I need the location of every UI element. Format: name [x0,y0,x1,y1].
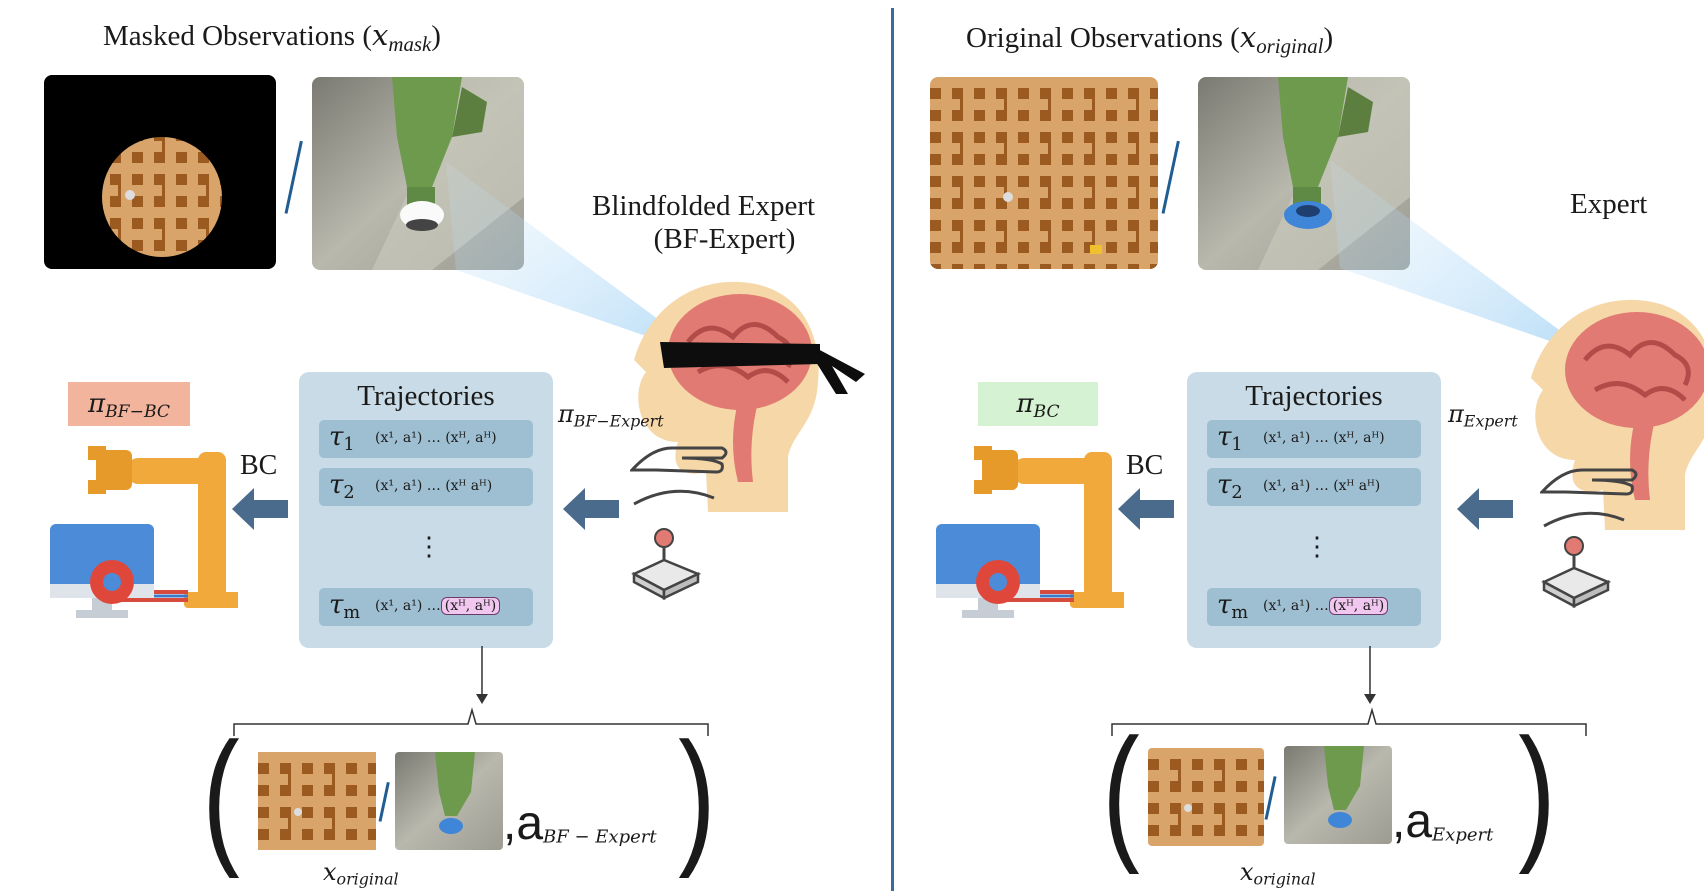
left-title: Masked Observations (xmask) [103,18,441,56]
trajectory-row: τ2 (x¹, a¹) … (xᴴ aᴴ) [319,468,533,506]
trajectories-title: Trajectories [357,380,495,412]
gaze-beam [446,162,686,350]
bf-expert-policy-label: πBF−Expert [558,400,664,431]
trajectories-panel: Trajectories τ1 (x¹, a¹) … (xᴴ, aᴴ) τ2 (… [1187,372,1441,648]
monitor-gear-icon [50,524,154,618]
hand-icon [630,446,728,506]
arrow-to-trajectories [1457,488,1513,530]
brain-head-icon [1531,299,1704,530]
trajectories-panel: Trajectories τ1 (x¹, a¹) … (xᴴ, aᴴ) τ2 (… [299,372,553,648]
joystick-icon [631,528,702,601]
masked-maze-image [44,75,276,269]
arrow-to-policy [232,488,288,530]
x-original-label: xoriginal [1240,858,1316,889]
highlighted-pair: (xᴴ, aᴴ) [440,597,501,615]
highlighted-pair: (xᴴ, aᴴ) [1328,597,1389,615]
bc-label: BC [1126,450,1164,481]
separator-slash [1161,140,1180,214]
bf-bc-policy-box: πBF−BC [68,382,190,426]
trajectory-row: τ1 (x¹, a¹) … (xᴴ, aᴴ) [319,420,533,458]
arrow-to-policy [1118,488,1174,530]
bc-label: BC [240,450,278,481]
right-title: Original Observations (xoriginal) [966,20,1334,58]
open-paren: ( [1102,707,1140,875]
robot-view-thumb [1284,746,1392,844]
maze-masked-icon [102,137,222,257]
expert-policy-label: πExpert [1448,400,1518,431]
robot-view-thumb [395,752,503,850]
panel-divider [891,8,894,891]
separator-slash [1264,776,1277,820]
separator-slash [284,140,303,214]
trajectory-row: τ1 (x¹, a¹) … (xᴴ, aᴴ) [1207,420,1421,458]
expert-action: ,aExpert [1392,795,1494,848]
bf-expert-label: Blindfolded Expert (BF-Expert) [592,190,816,255]
blindfold-icon [660,342,865,394]
trajectories-title: Trajectories [1245,380,1383,412]
close-paren: ) [678,711,716,879]
trajectory-row: τm (x¹, a¹) …(xᴴ, aᴴ) [1207,588,1421,626]
joystick-icon [1541,536,1612,609]
separator-slash [378,782,390,822]
monitor-gear-icon [936,524,1040,618]
hand-icon [1540,468,1638,528]
original-maze-image [930,77,1158,269]
bc-policy-box: πBC [978,382,1098,426]
open-paren: ( [202,711,240,879]
expert-label: Expert [1570,188,1648,220]
robot-arm-icon [974,446,1124,608]
close-paren: ) [1518,707,1556,875]
bf-expert-action: ,aBF − Expert [503,797,657,850]
original-maze-thumb [1148,748,1264,846]
trajectory-row: τ2 (x¹, a¹) … (xᴴ aᴴ) [1207,468,1421,506]
curly-brace [1111,707,1587,736]
x-original-label: xoriginal [323,858,399,889]
down-arrow [476,646,488,704]
gaze-beam [1330,160,1570,348]
trajectory-row: τm (x¹, a¹) …(xᴴ, aᴴ) [319,588,533,626]
original-maze-thumb [258,752,376,850]
trajectory-ellipsis: ⋮ [1304,532,1330,562]
trajectory-ellipsis: ⋮ [416,532,442,562]
arrow-to-trajectories [563,488,619,530]
curly-brace [233,707,709,736]
down-arrow [1364,646,1376,704]
